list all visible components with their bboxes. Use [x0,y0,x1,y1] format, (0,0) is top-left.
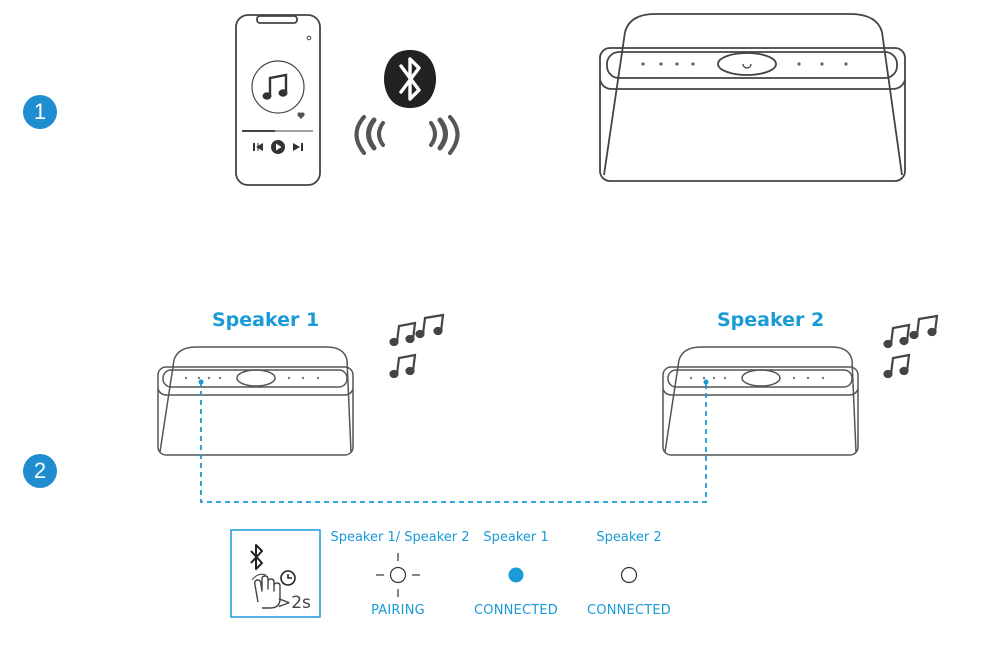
pairing-caption-top: Speaker 1/ Speaker 2 [330,530,470,545]
speaker-1-bluetooth-button-marker [198,379,204,385]
speaker-2-illustration [662,346,859,456]
next-icon [293,143,303,151]
led-indicator-icon-speaker1-connected [508,567,524,583]
speaker-2-connected-caption-top: Speaker 2 [596,530,662,545]
previous-icon [253,143,263,151]
speaker-large-buttons [641,62,848,69]
pairing-caption-bottom: PAIRING [371,603,425,618]
hold-duration-text: >2s [277,593,311,613]
pairing-connection-line [200,382,707,503]
clock-icon [280,570,296,586]
speaker-large-illustration [599,13,906,182]
led-indicator-icon-pairing [376,553,420,597]
music-note-icon [262,73,288,100]
bluetooth-icon [384,50,436,108]
speaker-1-title: Speaker 1 [212,309,320,331]
speaker-1-connected-caption-bottom: CONNECTED [473,603,558,618]
speaker-2-bluetooth-button-marker [703,379,709,385]
music-notes-icon [389,313,445,379]
speaker-1-buttons [184,376,320,380]
instruction-box [230,529,321,618]
speaker-2-title: Speaker 2 [717,309,825,331]
music-notes-icon [883,314,939,379]
speaker-1-illustration [157,346,354,456]
hand-press-icon [251,573,281,609]
speaker-2-buttons [689,376,825,380]
speaker-1-connected-caption-top: Speaker 1 [483,530,549,545]
led-indicator-icon-speaker2-connected [620,566,638,584]
step-2-badge: 2 [23,454,57,488]
phone-playback-controls [253,140,303,154]
phone-illustration [235,14,321,186]
step-1-badge: 1 [23,95,57,129]
play-icon [271,140,285,154]
sound-wave-icon [354,115,460,155]
heart-icon [297,112,305,119]
bluetooth-icon [250,544,263,570]
speaker-2-connected-caption-bottom: CONNECTED [586,603,671,618]
